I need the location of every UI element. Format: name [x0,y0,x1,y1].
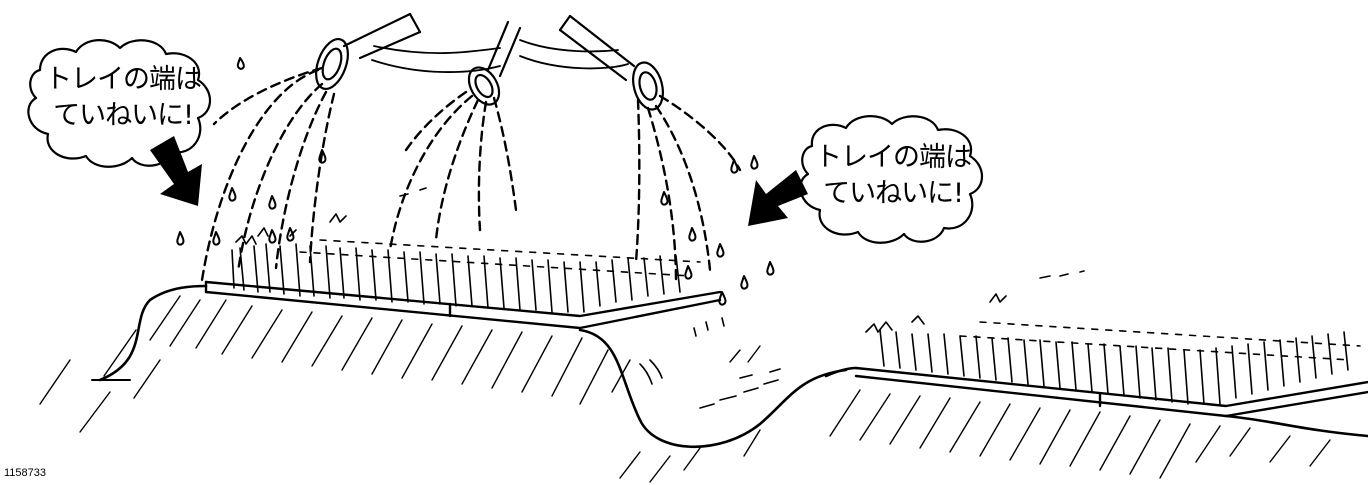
watering-can-right [560,16,668,113]
grass-right [866,294,1360,404]
callout-right: トレイの端は ていねいに! [798,140,988,212]
figure-id: 1158733 [4,467,46,479]
callout-right-line1: トレイの端は [798,140,988,176]
mound-left [100,286,846,447]
tray-right [856,368,1368,416]
callout-left: トレイの端は ていねいに! [28,62,218,134]
watering-can-left [310,14,420,93]
callout-left-line1: トレイの端は [28,62,218,98]
water-streams [202,68,740,282]
callout-left-line2: ていねいに! [28,98,218,134]
soil-hatching [40,296,760,482]
grass-left [232,214,700,312]
callout-right-line2: ていねいに! [798,176,988,212]
watering-can-rose-icon [628,59,667,113]
arrow-icon-left [150,136,202,206]
